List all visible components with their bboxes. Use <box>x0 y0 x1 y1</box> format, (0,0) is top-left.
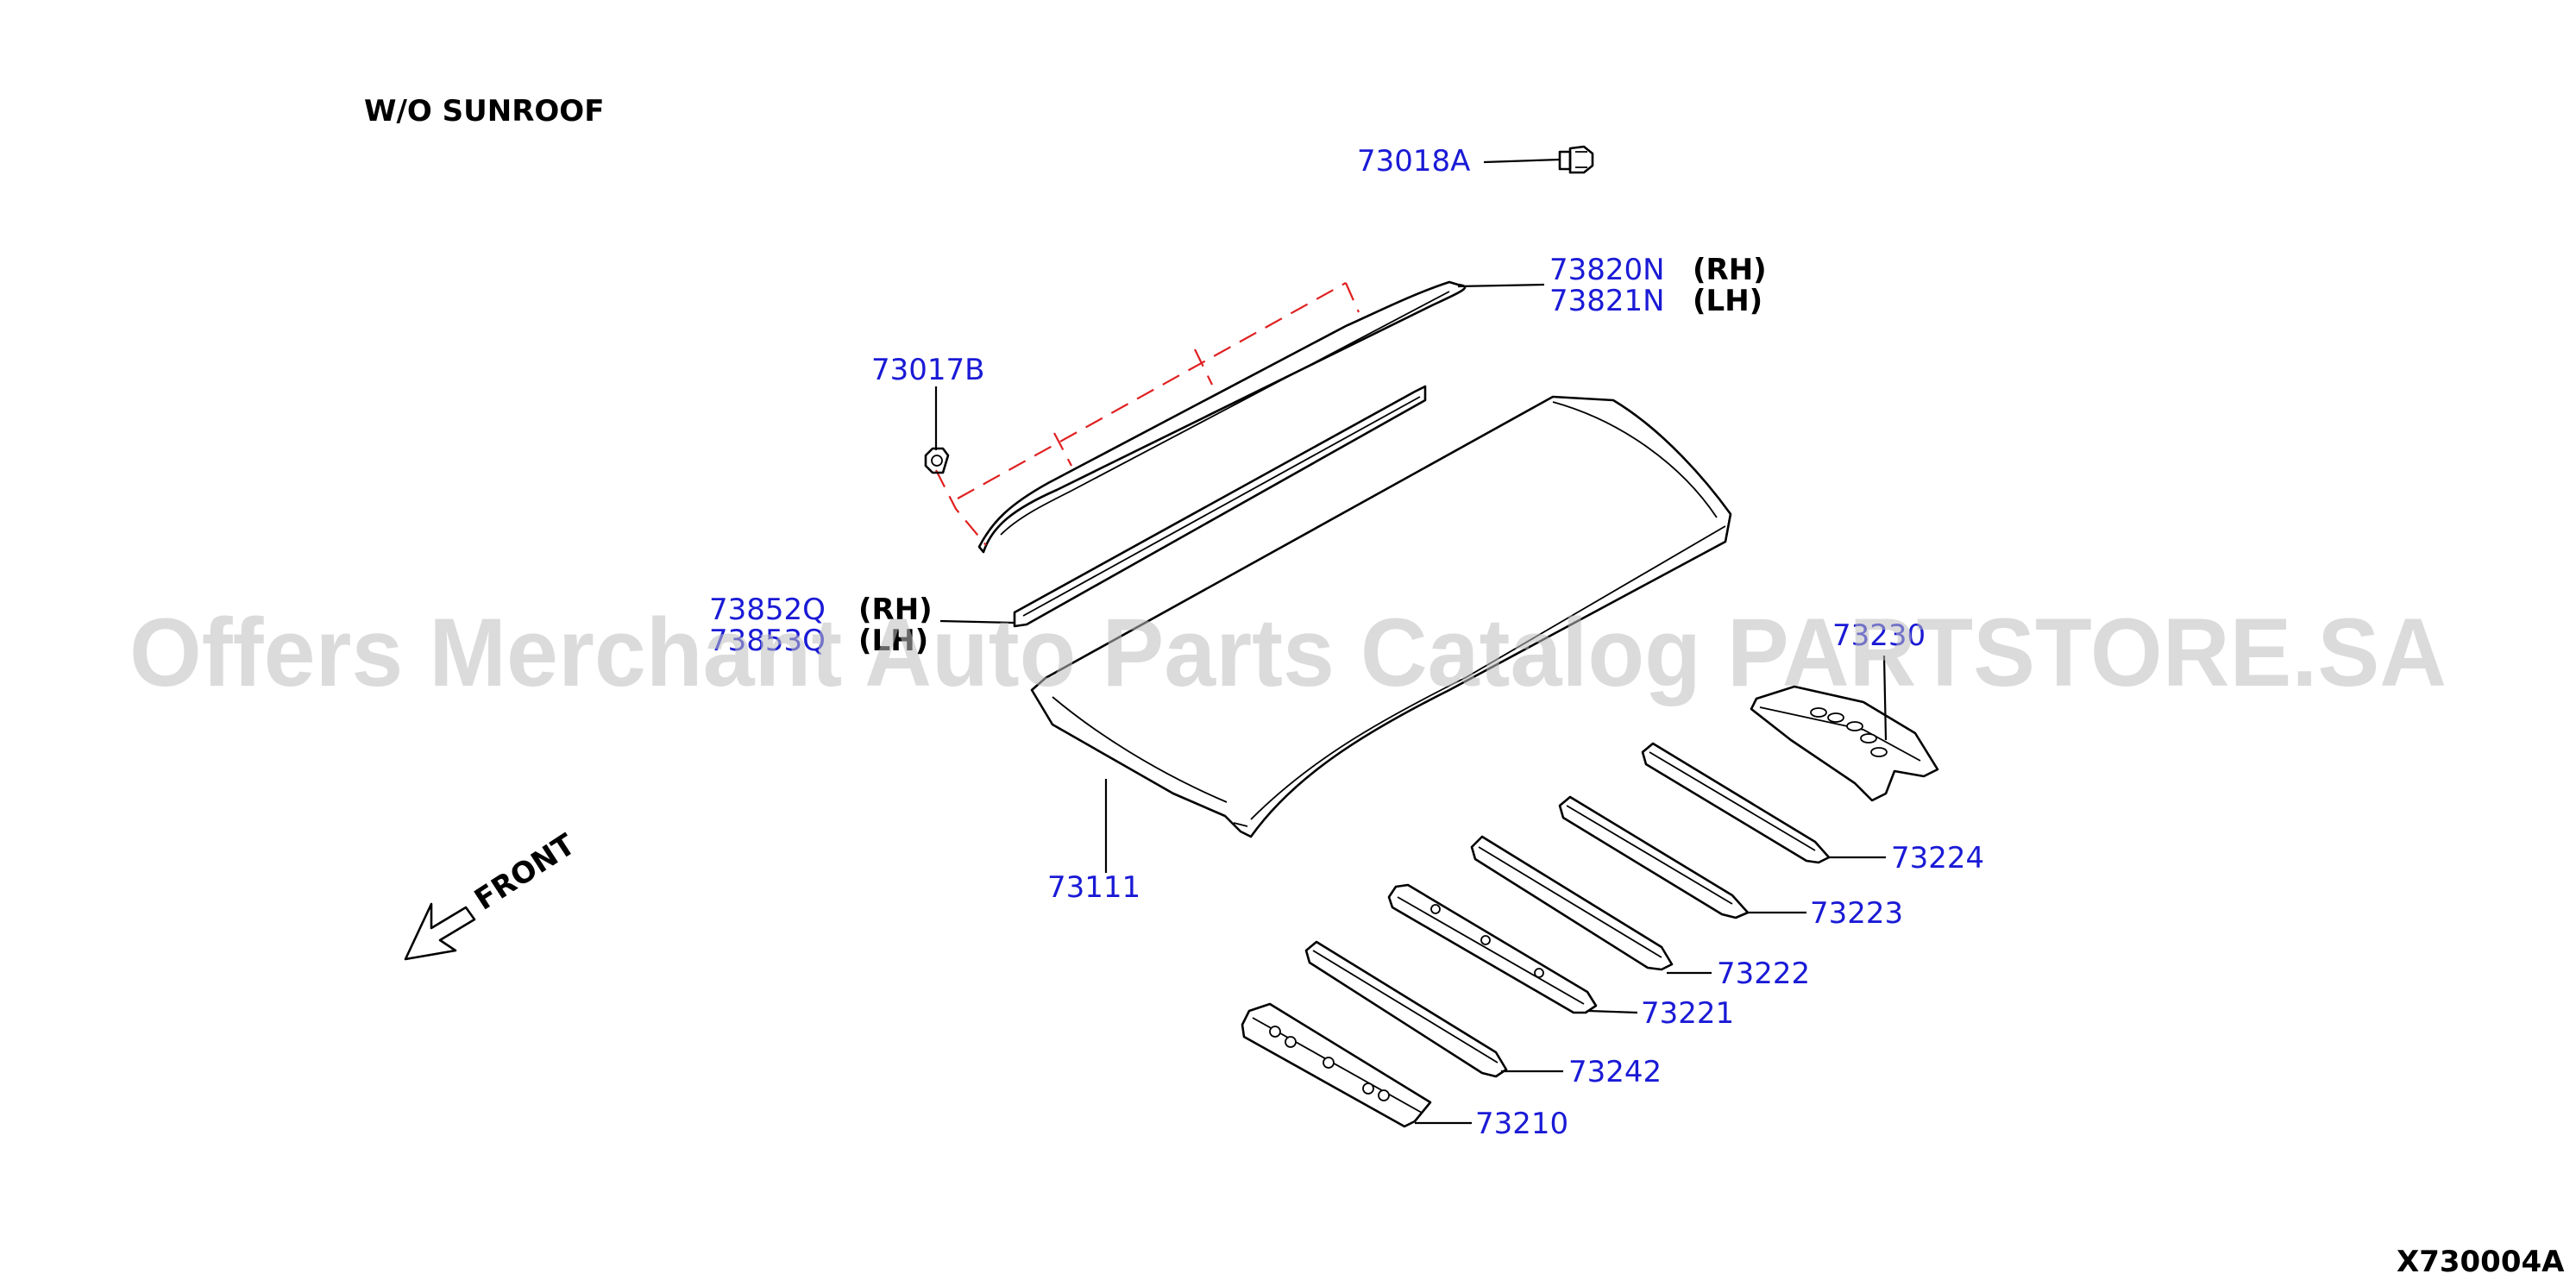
roof-bow-73222 <box>1470 835 1712 975</box>
part-label-73820N[interactable]: 73820N <box>1549 253 1665 287</box>
roof-side-weatherstrip <box>939 385 1427 628</box>
diagram-code: X730004A <box>2397 1245 2565 1279</box>
direction-label: FRONT <box>468 827 581 918</box>
part-label-73224[interactable]: 73224 <box>1891 841 1984 875</box>
roof-drip-moulding <box>977 280 1545 554</box>
roof-bow-73221 <box>1387 883 1638 1014</box>
part-label-73017B[interactable]: 73017B <box>871 353 984 387</box>
front-roof-rail <box>1241 1002 1472 1128</box>
roof-panel <box>1030 395 1732 873</box>
variant-label: W/O SUNROOF <box>364 94 604 129</box>
side-label-73853Q: (LH) <box>858 624 928 658</box>
part-label-73230[interactable]: 73230 <box>1832 618 1926 653</box>
part-label-73853Q[interactable]: 73853Q <box>709 624 826 658</box>
roof-bow-73224 <box>1641 742 1886 864</box>
part-label-73222[interactable]: 73222 <box>1717 957 1810 991</box>
front-arrow-icon <box>404 902 476 961</box>
bolt-73018A-icon <box>1483 145 1594 174</box>
side-label-73820N: (RH) <box>1693 253 1767 287</box>
part-label-73852Q[interactable]: 73852Q <box>709 593 826 627</box>
side-label-73852Q: (RH) <box>858 593 933 627</box>
part-label-73242[interactable]: 73242 <box>1568 1055 1662 1089</box>
roof-bow-73242 <box>1304 940 1563 1078</box>
nut-73017B-icon <box>924 386 950 474</box>
rear-roof-rail <box>1750 655 1939 802</box>
part-label-73210[interactable]: 73210 <box>1475 1107 1568 1141</box>
part-label-73821N[interactable]: 73821N <box>1549 284 1665 318</box>
side-label-73821N: (LH) <box>1693 284 1762 318</box>
watermark: Offers Merchant Auto Parts Catalog PARTS… <box>129 599 2447 706</box>
part-label-73111[interactable]: 73111 <box>1047 870 1140 905</box>
part-label-73221[interactable]: 73221 <box>1641 996 1734 1031</box>
clip-guide-lines <box>935 282 1360 546</box>
part-label-73223[interactable]: 73223 <box>1810 896 1903 931</box>
part-label-73018A[interactable]: 73018A <box>1357 144 1470 179</box>
roof-bow-73223 <box>1558 795 1806 919</box>
